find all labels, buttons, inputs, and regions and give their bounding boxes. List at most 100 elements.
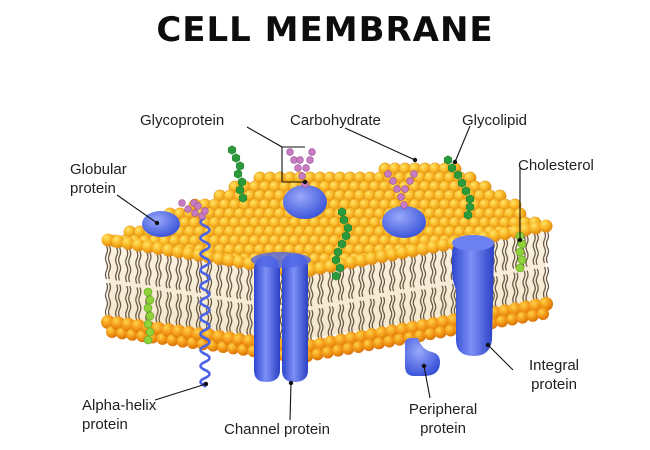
- leader-lines: [116, 125, 521, 421]
- phospholipid-head: [529, 221, 543, 235]
- glycolipid-bead: [443, 155, 453, 165]
- carbohydrate-bead: [298, 172, 306, 180]
- phospholipid-head: [311, 348, 324, 361]
- phospholipid-head: [321, 346, 334, 359]
- phospholipid-head: [437, 238, 450, 252]
- phospholipid-head: [101, 233, 115, 247]
- carbohydrate-bead: [201, 207, 209, 215]
- cholesterol-bead: [145, 295, 155, 305]
- phospholipid-head: [342, 342, 355, 355]
- carbohydrate-bead: [191, 209, 199, 217]
- carbohydrate-bead: [296, 156, 304, 164]
- phospholipid-head: [162, 243, 176, 257]
- phospholipid-head: [332, 344, 344, 357]
- phospholipid-head: [434, 326, 447, 339]
- phospholipid-head: [444, 324, 457, 337]
- glycolipid-bead: [465, 202, 475, 212]
- phospholipid-head: [111, 235, 125, 249]
- phospholipid-head: [526, 309, 539, 322]
- channel-protein: [251, 252, 311, 382]
- label-globular-protein-line1: Globular: [70, 161, 127, 178]
- carbohydrate-bead: [184, 205, 192, 213]
- carbohydrate-bead: [401, 185, 409, 193]
- carbohydrate-bead: [406, 177, 414, 185]
- phospholipid-head: [182, 246, 196, 260]
- glycolipid-bead: [331, 255, 341, 265]
- carbohydrate-bead: [410, 170, 418, 178]
- glycolipid-bead: [337, 207, 347, 217]
- label-integral-line2: protein: [531, 376, 577, 393]
- carbohydrate-bead: [400, 201, 408, 209]
- phospholipid-head: [121, 236, 135, 250]
- label-cholesterol: Cholesterol: [518, 157, 594, 174]
- label-glycoprotein: Glycoprotein: [140, 112, 225, 129]
- phospholipid-head: [344, 255, 358, 269]
- cholesterol-bead: [143, 287, 153, 297]
- glycolipid-bead: [335, 263, 345, 273]
- glycolipid-bead: [231, 153, 241, 163]
- phospholipid-head: [222, 253, 236, 267]
- carbohydrate-bead: [389, 177, 397, 185]
- label-integral-protein: Integral protein: [518, 356, 590, 394]
- label-globular-protein-line2: protein: [70, 180, 116, 197]
- glycolipid-bead: [463, 210, 473, 220]
- glycolipid-bead: [233, 169, 243, 179]
- cholesterol-bead: [517, 255, 527, 265]
- label-glycolipid: Glycolipid: [462, 112, 528, 129]
- carbohydrate-protein-dome: [382, 206, 426, 238]
- glycolipid-bead: [227, 145, 237, 155]
- phospholipid-head: [496, 315, 508, 328]
- cholesterol-bead: [145, 327, 155, 337]
- label-alpha-helix-line2: protein: [82, 416, 128, 433]
- glycolipid-bead: [453, 170, 463, 180]
- label-globular-protein: Globular protein: [70, 160, 127, 198]
- phospholipid-head: [506, 313, 519, 326]
- carbohydrate-bead: [384, 170, 392, 178]
- diagram-title: CELL MEMBRANE: [156, 10, 494, 50]
- carbohydrate-bead: [308, 148, 316, 156]
- phospholipid-head: [406, 244, 420, 258]
- cholesterol-bead: [143, 335, 153, 345]
- phospholipid-head: [375, 250, 389, 264]
- glycolipid-bead: [235, 161, 245, 171]
- phospholipid-head: [539, 297, 553, 311]
- phospholipid-head: [365, 252, 379, 266]
- carbohydrate-bead: [286, 148, 294, 156]
- phospholipid-head: [537, 308, 549, 320]
- phospholipid-head: [212, 252, 226, 266]
- label-alpha-helix-line1: Alpha-helix: [82, 397, 157, 414]
- cholesterol-bead: [143, 303, 153, 313]
- carbohydrate-bead: [302, 164, 310, 172]
- phospholipid-head: [383, 335, 396, 348]
- label-integral-line1: Integral: [528, 357, 580, 374]
- alpha-helix-protein: [199, 216, 211, 388]
- label-carbohydrate: Carbohydrate: [290, 112, 381, 129]
- carbohydrate-bead: [306, 156, 314, 164]
- phospholipid-head: [498, 227, 512, 241]
- glycolipid-bead: [235, 185, 245, 195]
- glycolipid-bead: [341, 231, 351, 241]
- phospholipid-head: [516, 311, 529, 324]
- label-alpha-helix-protein: Alpha-helix protein: [82, 396, 156, 434]
- phospholipid-head: [314, 261, 327, 275]
- phospholipid-head: [373, 337, 385, 350]
- cholesterol-bead: [515, 263, 525, 273]
- phospholipid-head: [352, 341, 365, 353]
- phospholipid-head: [488, 229, 502, 243]
- phospholipid-head: [362, 339, 375, 352]
- glycolipid-bead: [457, 178, 467, 188]
- glycolipid-chains: [227, 145, 475, 281]
- glycolipid-bead: [465, 194, 475, 204]
- carbohydrate-bead: [294, 164, 302, 172]
- phospholipid-head: [416, 242, 430, 256]
- phospholipid-head: [152, 241, 166, 255]
- carbohydrate-bead: [393, 185, 401, 193]
- phospholipid-head: [172, 245, 186, 259]
- phospholipid-head: [385, 248, 399, 262]
- phospholipid-head: [131, 238, 145, 252]
- label-peripheral-line1: Peripheral: [408, 401, 478, 418]
- phospholipid-head: [539, 219, 553, 233]
- cholesterol-bead: [143, 319, 153, 329]
- phospholipid-head: [232, 255, 246, 269]
